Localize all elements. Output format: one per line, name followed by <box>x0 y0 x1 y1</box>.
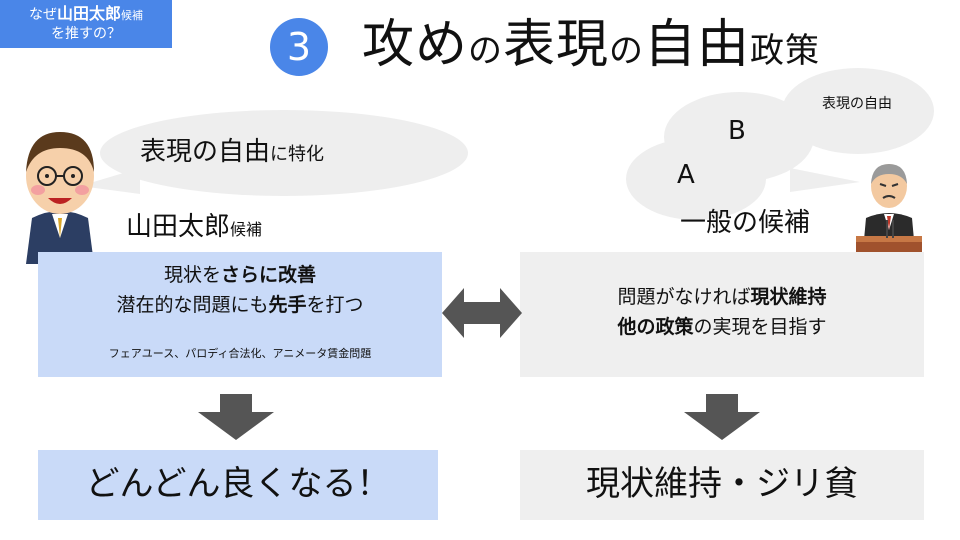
right-bubble-a <box>626 138 766 220</box>
right-result-panel <box>520 450 924 520</box>
bubble-label-topic: 表現の自由 <box>822 96 892 112</box>
tag-candidate-name: 山田太郎 <box>56 4 121 23</box>
right-policy-line-2: 他の政策の実現を目指す <box>617 316 827 338</box>
yamada-avatar <box>26 132 94 268</box>
section-number-badge: 3 <box>270 18 328 76</box>
left-result-panel <box>38 450 438 520</box>
bubble-label-b: B <box>728 116 746 146</box>
left-policy-panel <box>38 252 442 377</box>
left-result-text: どんどん良くなる！ <box>85 464 391 504</box>
right-candidate-name: 一般の候補 <box>680 208 811 238</box>
left-policy-examples: フェアユース、パロディ合法化、アニメータ賃金問題 <box>108 347 372 360</box>
left-policy-line-1: 現状をさらに改善 <box>163 264 317 286</box>
page-title: 攻めの表現の自由政策 <box>362 15 821 75</box>
left-bubble-text: 表現の自由に特化 <box>140 137 325 167</box>
right-bubble-tail <box>790 168 860 192</box>
right-policy-panel <box>520 252 924 377</box>
header-tag: なぜ山田太郎候補 を推すの？ <box>0 0 172 48</box>
right-policy-line-1: 問題がなければ現状維持 <box>617 286 827 308</box>
down-arrow-icon <box>684 394 760 440</box>
tag-suffix: 候補 <box>121 9 143 22</box>
tag-prefix: なぜ <box>28 7 57 23</box>
left-speech-bubble <box>100 110 468 196</box>
double-arrow-icon <box>442 288 522 338</box>
bubble-label-a: A <box>677 160 695 190</box>
right-result-text: 現状維持・ジリ貧 <box>586 464 858 504</box>
down-arrow-icon <box>198 394 274 440</box>
left-policy-line-2: 潜在的な問題にも先手を打つ <box>116 294 364 316</box>
right-bubble-topic <box>782 68 934 154</box>
tag-question: を推すの？ <box>51 26 121 42</box>
left-candidate-name: 山田太郎候補 <box>126 212 263 242</box>
